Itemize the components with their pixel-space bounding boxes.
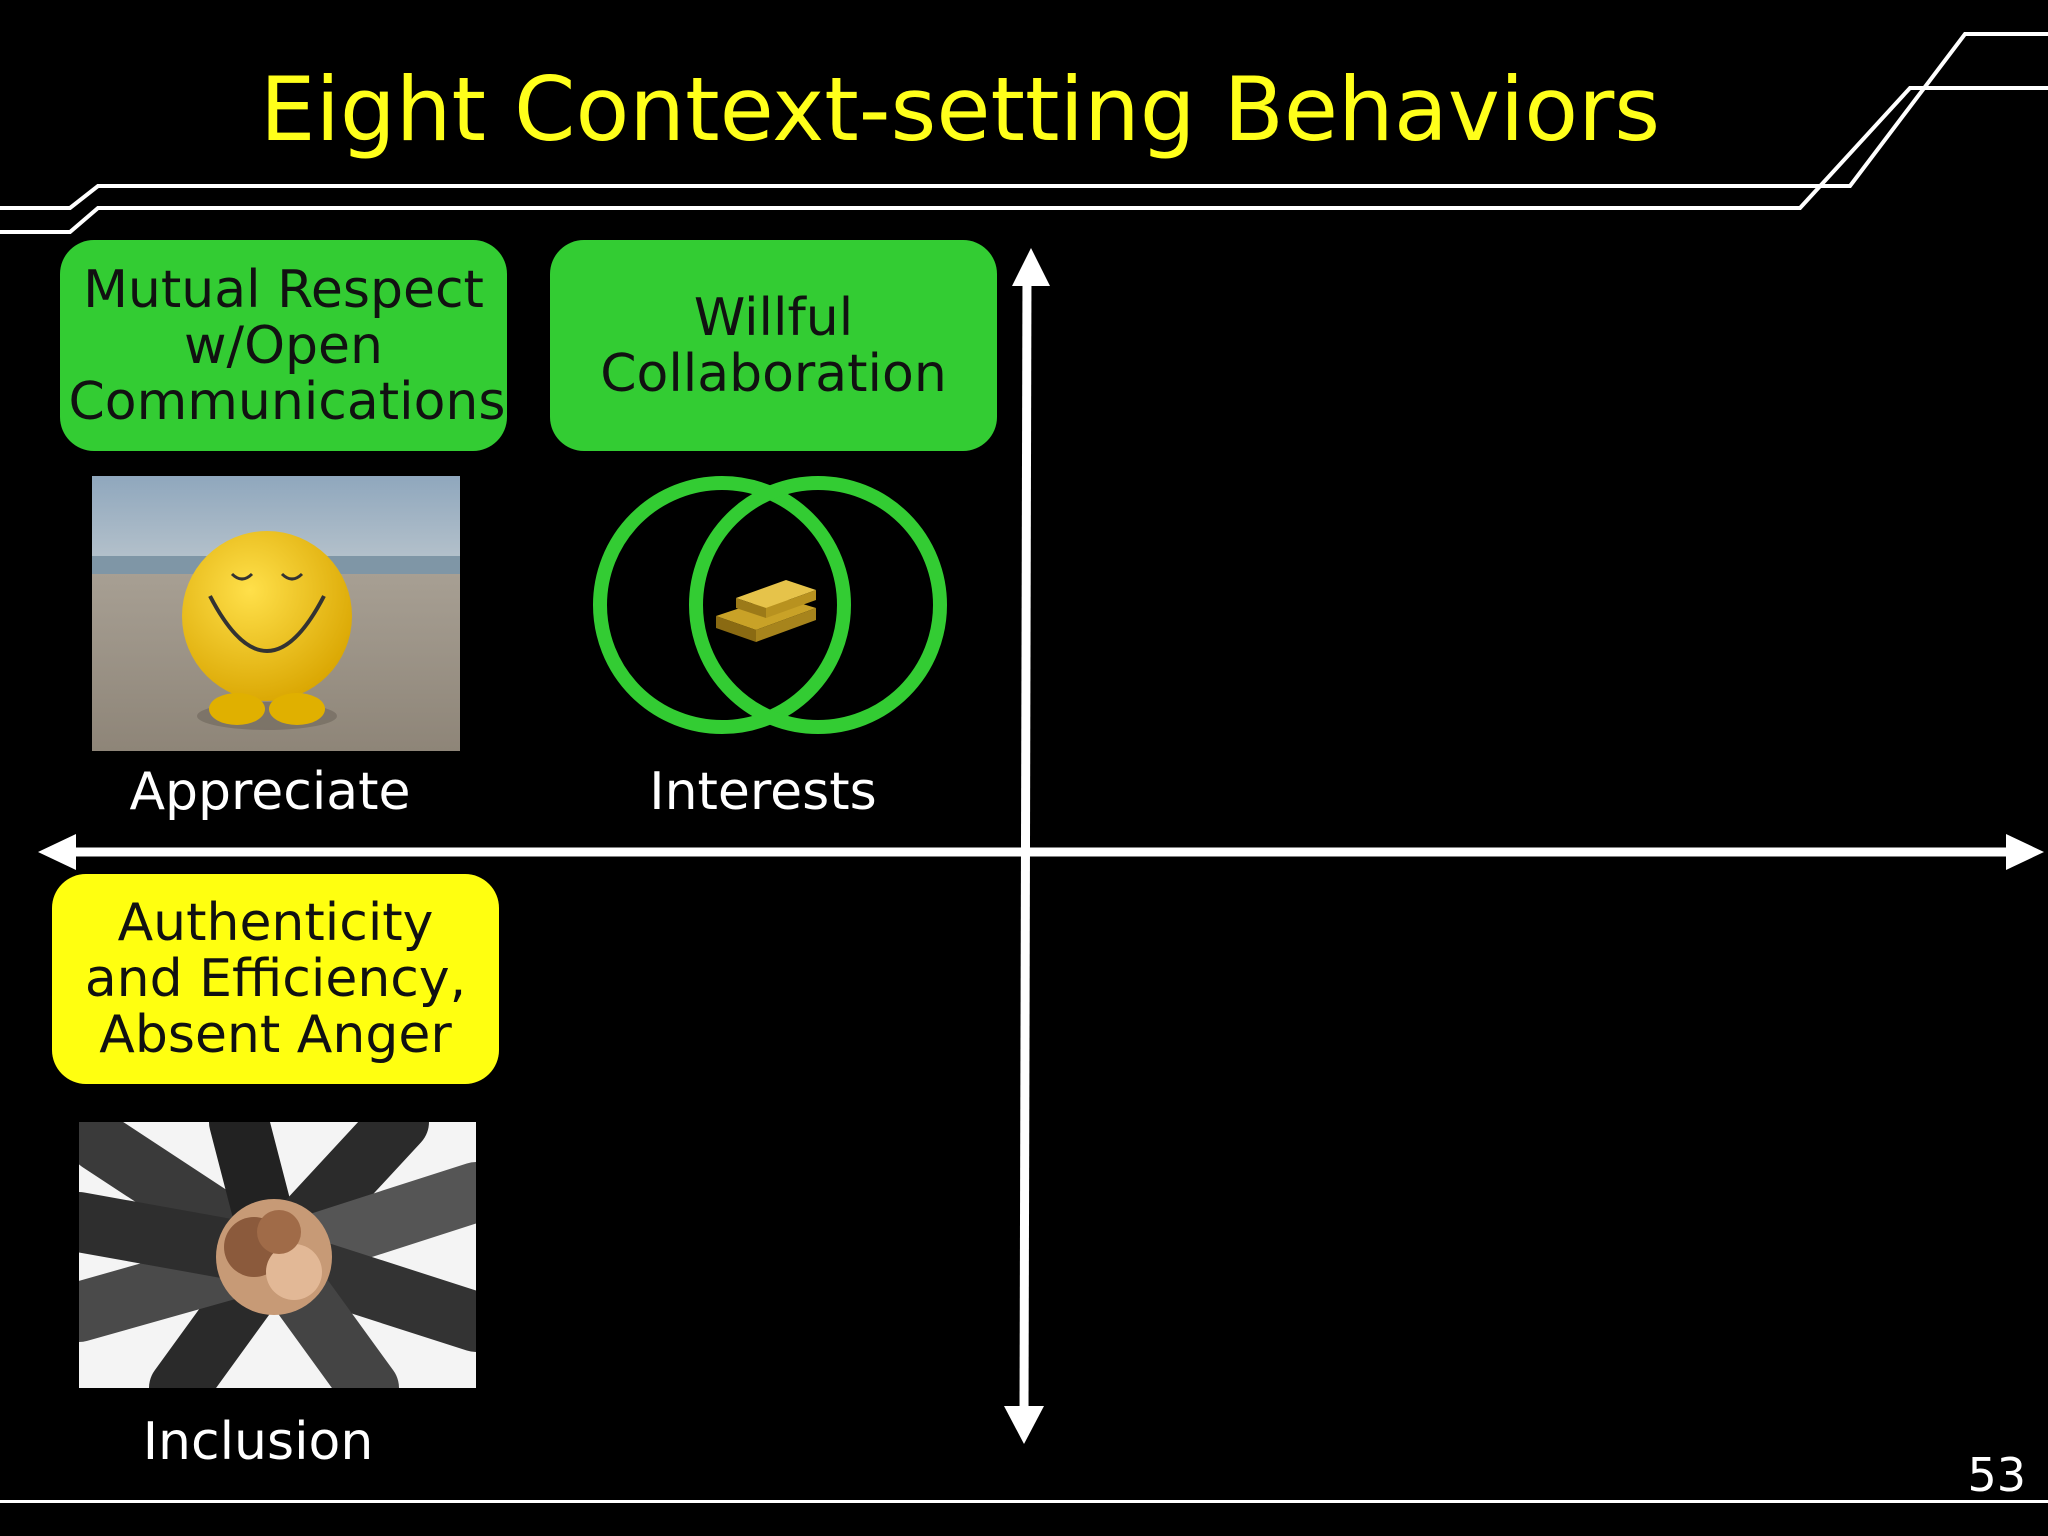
authenticity-text: Authenticity and Efficiency, Absent Ange… xyxy=(84,893,467,1065)
vertical-axis xyxy=(1019,271,1032,1413)
interests-label: Interests xyxy=(649,762,877,822)
willful-collaboration-text: Willful Collaboration xyxy=(600,287,947,404)
inclusion-label: Inclusion xyxy=(142,1412,374,1472)
mutual-respect-text: Mutual Respect w/Open Communications xyxy=(68,259,506,432)
mutual-respect-box: Mutual Respect w/Open Communications xyxy=(60,240,507,451)
venn-gold-bars-icon xyxy=(570,468,960,748)
header-decoration xyxy=(0,32,2048,234)
stacked-hands-photo xyxy=(79,1122,476,1388)
footer-line xyxy=(0,1500,2048,1503)
willful-collaboration-box: Willful Collaboration xyxy=(550,240,997,451)
appreciate-label: Appreciate xyxy=(129,762,411,822)
smiley-beach-photo xyxy=(92,476,460,751)
authenticity-box: Authenticity and Efficiency, Absent Ange… xyxy=(52,874,499,1084)
slide-title: Eight Context-setting Behaviors xyxy=(259,58,1661,161)
page-number: 53 xyxy=(1967,1448,2026,1502)
